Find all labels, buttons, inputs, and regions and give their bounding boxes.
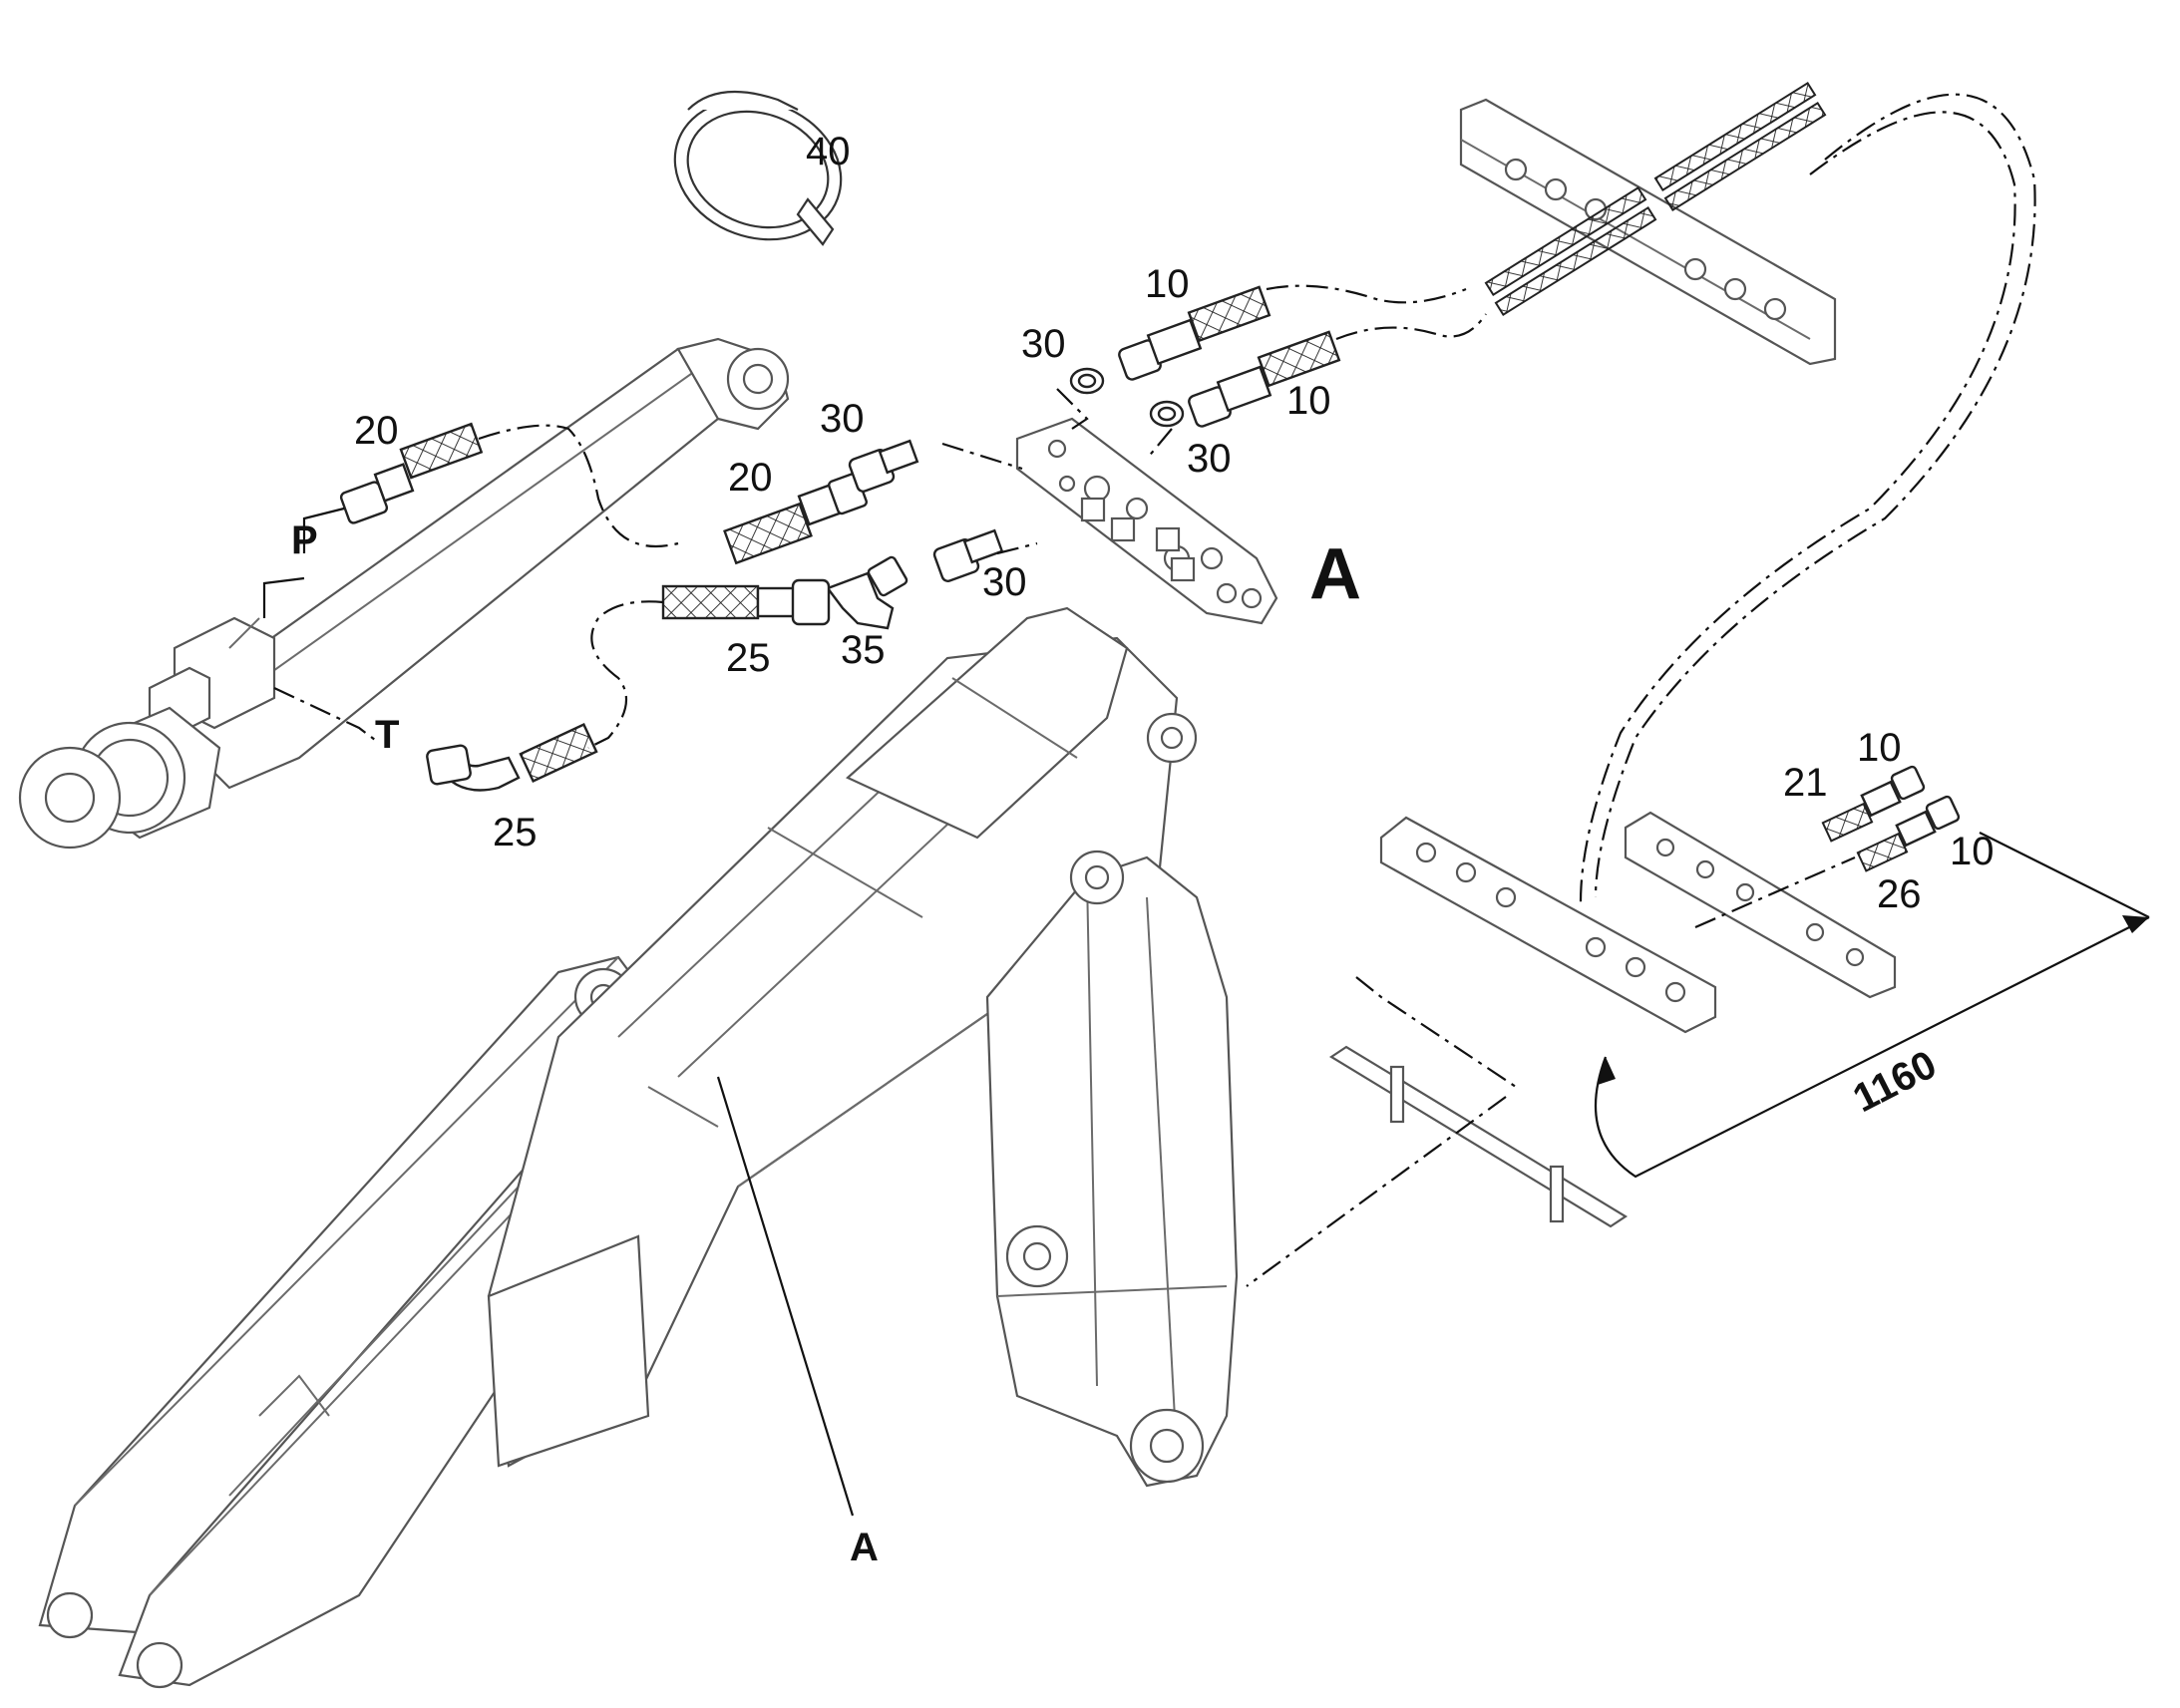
- label-25-a: 25: [726, 636, 771, 680]
- manifold-plate: [1015, 417, 1278, 625]
- hose-25-straight: [661, 578, 831, 626]
- label-30-a: 30: [820, 397, 865, 441]
- label-port-p: P: [291, 518, 318, 562]
- label-21: 21: [1783, 761, 1828, 805]
- hose-10-top-a: [1118, 285, 1272, 381]
- label-35: 35: [841, 628, 886, 672]
- label-20-mid: 20: [728, 456, 773, 500]
- label-port-t: T: [375, 713, 399, 757]
- label-30-c: 30: [1187, 437, 1232, 481]
- hose-20-top: [339, 422, 484, 524]
- hose-26: [1856, 795, 1961, 872]
- hose-21: [1821, 765, 1926, 843]
- mounting-bracket: [1328, 1045, 1629, 1228]
- label-detail-a-pointer: A: [850, 1526, 879, 1569]
- label-10-d: 10: [1950, 830, 1995, 873]
- label-10-c: 10: [1857, 726, 1902, 770]
- label-40: 40: [806, 130, 851, 173]
- elbow-35: [826, 555, 908, 630]
- boom-structure: [38, 606, 1239, 1689]
- label-30-b: 30: [1021, 322, 1066, 366]
- seal-30-a: [1069, 367, 1105, 395]
- hose-25-elbow: [426, 723, 598, 792]
- routing-lines: [262, 93, 2036, 1517]
- dimension-1160: [1594, 832, 2150, 1179]
- label-dimension-1160: 1160: [1846, 1042, 1943, 1121]
- hose-support-lower-right: [1624, 811, 1897, 999]
- adapter-30-upper: [848, 439, 919, 493]
- label-26: 26: [1877, 872, 1922, 916]
- hose-clamp-40: [673, 90, 843, 246]
- label-20-top: 20: [354, 409, 399, 453]
- hydraulic-cylinder: [18, 337, 790, 850]
- hose-support-top: [1459, 81, 1837, 366]
- hose-10-top-b: [1188, 330, 1341, 428]
- seal-30-b: [1149, 400, 1185, 428]
- part-labels: 40 20 20 30 30 30 30 10 10 10 10 25 25 3…: [291, 130, 1995, 1569]
- hose-support-lower-left: [1379, 816, 1717, 1034]
- label-25-b: 25: [493, 811, 538, 854]
- label-detail-a: A: [1309, 534, 1361, 614]
- label-10-a: 10: [1145, 262, 1190, 306]
- label-10-b: 10: [1286, 379, 1331, 423]
- label-30-d: 30: [982, 560, 1027, 604]
- adapter-30-lower: [932, 528, 1004, 582]
